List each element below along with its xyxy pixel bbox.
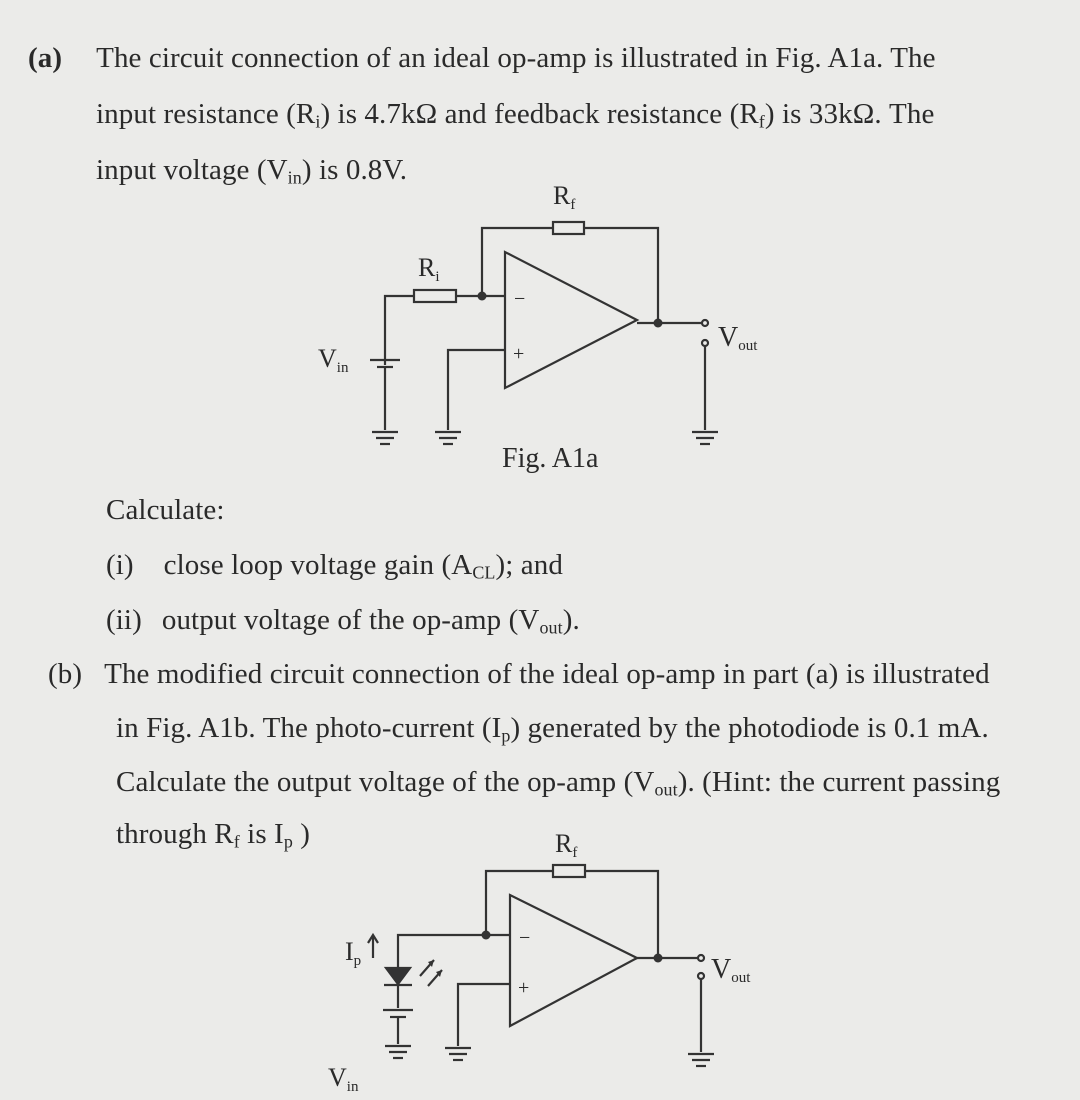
vin-label-a: Vin xyxy=(318,344,349,376)
rf-label-b: Rf xyxy=(555,829,577,861)
feedback-wire-b xyxy=(484,869,553,935)
vout-label-a: Vout xyxy=(718,322,758,354)
part-b-line-2: in Fig. A1b. The photo-current (Ip) gene… xyxy=(116,712,989,746)
vin-label-b: Vin xyxy=(328,1063,359,1095)
part-b-line-1: (b)The modified circuit connection of th… xyxy=(48,658,990,690)
calculate-heading: Calculate: xyxy=(106,494,225,526)
part-b-line-3: Calculate the output voltage of the op-a… xyxy=(116,766,1001,800)
plus-sign-b: + xyxy=(518,977,529,999)
junction-dot-inverting-b xyxy=(481,930,491,940)
figure-caption-a1a: Fig. A1a xyxy=(502,443,599,474)
ri-wire-a xyxy=(383,294,414,365)
feedback-wire-a xyxy=(480,226,553,296)
item-i: (i)close loop voltage gain (ACL); and xyxy=(106,549,563,583)
minus-sign-a: − xyxy=(514,288,525,310)
junction-dot-output-a xyxy=(653,318,663,328)
junction-dot-inverting-a xyxy=(477,291,487,301)
item-ii: (ii)output voltage of the op-amp (Vout). xyxy=(106,604,580,638)
rf-resistor-b xyxy=(551,863,587,879)
minus-sign-b: − xyxy=(519,927,530,949)
part-a-line-3: input voltage (Vin) is 0.8V. xyxy=(96,154,408,188)
plus-sign-a: + xyxy=(513,343,524,365)
part-b-label: (b) xyxy=(48,658,83,690)
part-a-line-2: input resistance (Ri) is 4.7kΩ and feedb… xyxy=(96,98,935,132)
part-a-label: (a) xyxy=(28,42,63,74)
opamp-b-symbol xyxy=(508,893,640,1028)
light-arrow-head-1 xyxy=(428,960,434,967)
ip-label-b: Ip xyxy=(345,937,361,969)
part-a-line-1: (a)The circuit connection of an ideal op… xyxy=(28,42,936,74)
vout-label-b: Vout xyxy=(711,954,751,986)
photodiode-triangle xyxy=(383,966,413,986)
ri-label-a: Ri xyxy=(418,253,440,285)
light-arrow-head-2 xyxy=(436,970,442,977)
rf-label-a: Rf xyxy=(553,181,575,213)
opamp-a-symbol xyxy=(503,250,640,390)
figure-a1a: − + Rf Ri Vin Vout Fig. A1a xyxy=(318,181,758,474)
part-b-line-4: through Rf is Ip ) xyxy=(116,818,311,852)
junction-dot-output-b xyxy=(653,953,663,963)
